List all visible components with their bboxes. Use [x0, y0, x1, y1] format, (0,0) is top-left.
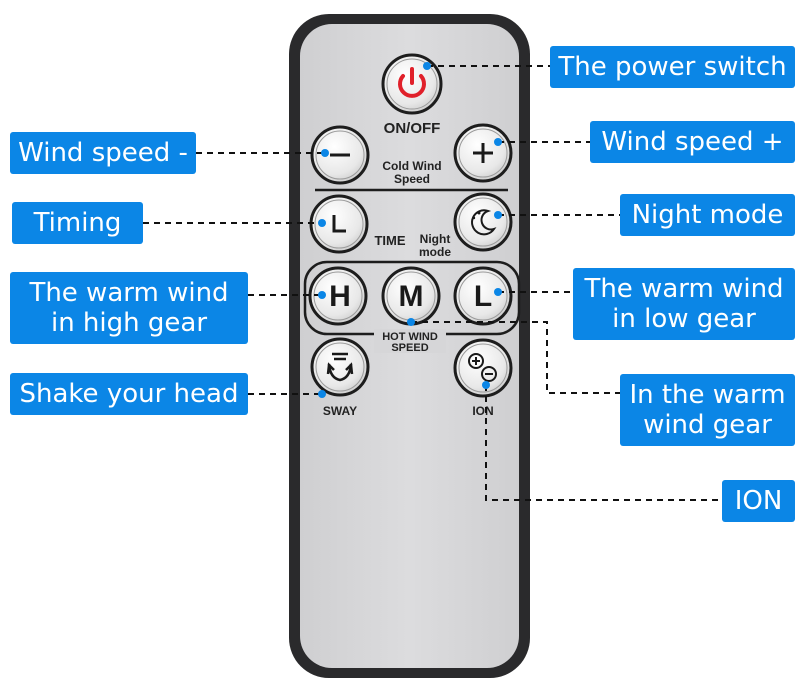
- callout-night-mode: Night mode: [620, 194, 795, 236]
- callout-warm-high: The warm wind in high gear: [10, 272, 248, 344]
- oscillation-icon: [326, 352, 354, 382]
- callout-power-switch-text: The power switch: [558, 52, 787, 82]
- cold-wind-speed-label-line2: Speed: [394, 172, 430, 186]
- night-mode-label-line1: Night: [420, 232, 451, 246]
- timer-button[interactable]: [309, 194, 369, 254]
- callout-warm-low-line2: in low gear: [612, 304, 756, 334]
- cold-wind-speed-label-line1: Cold Wind: [382, 159, 441, 173]
- wind-speed-minus-button[interactable]: [310, 125, 370, 185]
- callout-warm-low: The warm wind in low gear: [573, 268, 795, 340]
- warm-medium-glyph: M: [399, 280, 424, 313]
- leader-lines: [143, 65, 722, 501]
- warm-medium-button[interactable]: M: [381, 266, 441, 326]
- callout-wind-speed-minus: Wind speed -: [10, 132, 196, 174]
- callout-ion: ION: [722, 480, 795, 522]
- moon-icon: [471, 209, 497, 236]
- plus-icon: [473, 143, 493, 163]
- leader-ion: [485, 385, 722, 501]
- hot-wind-speed-label-line1: HOT WIND: [382, 331, 438, 343]
- night-mode-button[interactable]: [453, 192, 513, 252]
- sway-label: SWAY: [323, 404, 357, 418]
- callout-warm-high-line1: The warm wind: [29, 278, 229, 308]
- ion-label: ION: [472, 404, 493, 418]
- hot-wind-label-bg: [374, 329, 446, 353]
- warm-high-glyph: H: [329, 280, 351, 313]
- night-mode-label-line2: mode: [419, 245, 451, 259]
- power-icon: [398, 67, 426, 98]
- ion-icon: [468, 353, 497, 382]
- callout-wind-speed-minus-text: Wind speed -: [18, 138, 188, 168]
- callout-night-mode-text: Night mode: [631, 200, 784, 230]
- callout-wind-speed-plus-text: Wind speed +: [601, 127, 784, 157]
- ion-button[interactable]: [453, 338, 513, 398]
- callout-shake-head-text: Shake your head: [19, 379, 239, 409]
- callout-power-switch: The power switch: [550, 46, 795, 88]
- warm-high-button[interactable]: H: [308, 266, 368, 326]
- callout-warm-low-line1: The warm wind: [584, 274, 784, 304]
- power-button[interactable]: [381, 53, 443, 115]
- warm-low-glyph: L: [474, 280, 492, 313]
- sway-button[interactable]: [310, 337, 370, 397]
- time-label: TIME: [374, 233, 405, 248]
- callout-ion-text: ION: [734, 486, 783, 516]
- hot-wind-speed-label-line2: SPEED: [391, 342, 428, 354]
- power-label: ON/OFF: [384, 120, 441, 137]
- callout-warm-gear-line2: wind gear: [643, 410, 772, 440]
- leader-dots: [318, 62, 502, 398]
- leader-warm-gear: [411, 321, 620, 394]
- callout-warm-high-line2: in high gear: [50, 308, 208, 338]
- warm-low-button[interactable]: L: [453, 266, 513, 326]
- timer-icon: [332, 215, 346, 233]
- callout-timing-text: Timing: [33, 208, 122, 238]
- wind-speed-plus-button[interactable]: [453, 123, 513, 183]
- callout-warm-gear: In the warm wind gear: [620, 374, 795, 446]
- callout-shake-head: Shake your head: [10, 373, 248, 415]
- callout-timing: Timing: [12, 202, 143, 244]
- callout-warm-gear-line1: In the warm: [629, 380, 786, 410]
- callout-wind-speed-plus: Wind speed +: [590, 121, 795, 163]
